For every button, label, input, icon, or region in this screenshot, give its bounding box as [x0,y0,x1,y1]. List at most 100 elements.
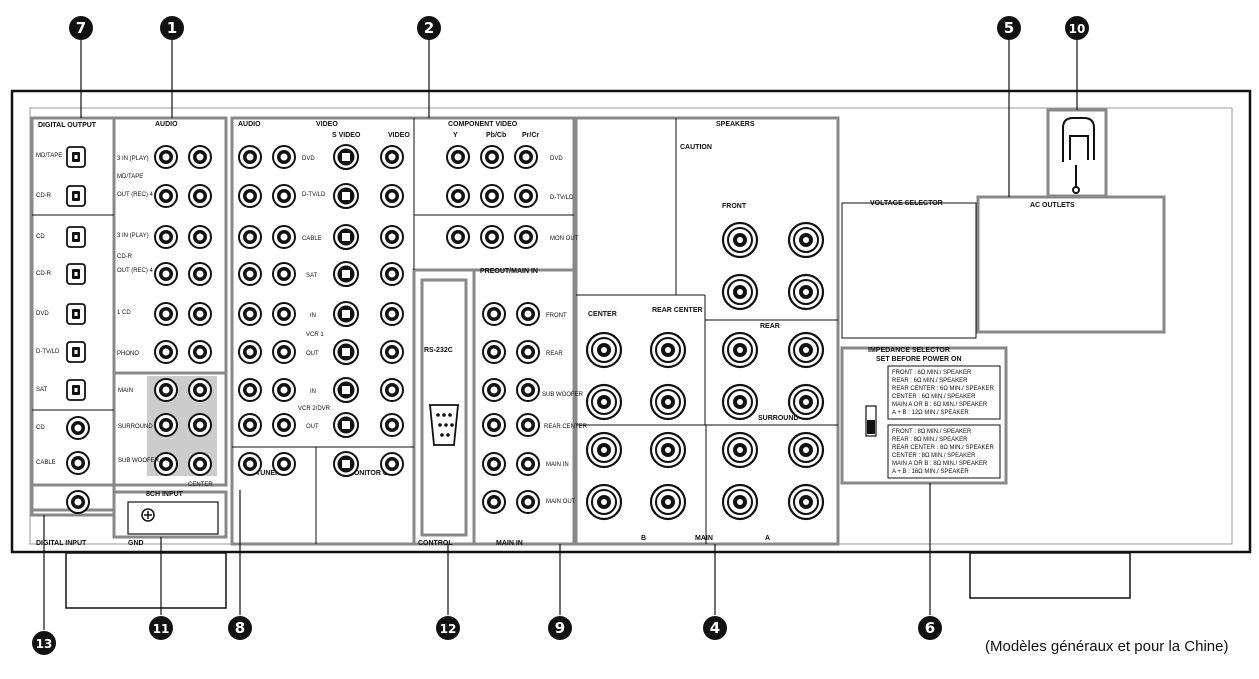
surround-label: SURROUND [758,415,798,422]
svg-text:3 IN (PLAY): 3 IN (PLAY) [117,156,149,162]
svg-text:MAIN: MAIN [118,388,133,394]
video-title: VIDEO [316,121,338,128]
svg-text:MAIN IN: MAIN IN [546,462,569,468]
callout-12: 12 [436,616,460,640]
callout-6: 6 [918,616,942,640]
svg-text:7: 7 [76,19,86,37]
main-in-label: MAIN IN [496,540,523,547]
y-title: Y [453,132,458,139]
main-speaker-label: MAIN [695,535,713,542]
caution-label: CAUTION [680,144,712,151]
svg-text:OUT (REC) 4: OUT (REC) 4 [117,192,154,198]
callout-2: 2 [417,16,441,40]
8ch-input-jacks: MAIN SURROUND SUB WOOFER CENTER [118,376,219,535]
component-video-title: COMPONENT VIDEO [448,121,518,128]
svg-text:OUT: OUT [306,351,319,357]
callout-4: 4 [703,616,727,640]
front-label: FRONT [722,203,747,210]
optical-jack [66,226,86,248]
svg-text:CENTER : 6Ω MIN./ SPEAKER: CENTER : 6Ω MIN./ SPEAKER [892,394,976,400]
svg-text:FRONT : 8Ω MIN./ SPEAKER: FRONT : 8Ω MIN./ SPEAKER [892,429,972,435]
svg-text:OUT (REC) 4: OUT (REC) 4 [117,268,154,274]
rear-center-label: REAR CENTER [652,307,703,314]
dig-label: CD [36,425,45,431]
set-before-label: SET BEFORE POWER ON [876,356,962,363]
section-titles: DIGITAL OUTPUT AUDIO AUDIO VIDEO COMPONE… [36,121,1075,547]
dig-label: CD-R [36,271,52,277]
svg-text:MAIN A OR B : 8Ω MIN./ SPEAKER: MAIN A OR B : 8Ω MIN./ SPEAKER [892,461,988,467]
digital-output-title: DIGITAL OUTPUT [38,122,97,129]
audio-title: AUDIO [155,121,178,128]
svg-text:REAR : 6Ω MIN./ SPEAKER: REAR : 6Ω MIN./ SPEAKER [892,378,968,384]
callout-8: 8 [228,616,252,640]
svg-text:REAR CENTER : 6Ω MIN./ SPEAKER: REAR CENTER : 6Ω MIN./ SPEAKER [892,386,995,392]
svg-text:SURROUND: SURROUND [118,424,153,430]
svg-text:REAR CENTER : 8Ω MIN./ SPEAKER: REAR CENTER : 8Ω MIN./ SPEAKER [892,445,995,451]
svg-text:PHONO: PHONO [117,351,139,357]
svg-text:4: 4 [710,619,720,637]
svg-text:CABLE: CABLE [302,236,322,242]
monitor-out-label: MONITOR OUT [348,470,398,477]
dig-label: MD/TAPE [36,153,62,159]
preout-main-in-title: PREOUT/MAIN IN [480,268,538,275]
svg-text:DVD: DVD [302,156,315,162]
video-col-title: VIDEO [388,132,410,139]
rs232c-port [420,278,468,537]
svg-text:SAT: SAT [306,273,318,279]
leader-lines [43,40,1078,630]
svg-text:VCR 1: VCR 1 [306,332,324,338]
callout-badges: 7 1 2 5 10 13 11 8 12 9 4 6 [32,16,1089,655]
section-dividers [32,118,977,544]
svg-text:1: 1 [167,19,177,37]
optical-jack [66,146,86,168]
svg-text:IN: IN [310,313,316,319]
coaxial-jack [66,451,90,475]
optical-jack [66,263,86,285]
digital-labels: MD/TAPE CD-R CD CD-R DVD D-TV/LD SAT CD … [36,153,62,466]
speakers-title: SPEAKERS [716,121,755,128]
callout-7: 7 [69,16,93,40]
tuner-label: TUNER [256,470,280,477]
callout-11: 11 [149,616,173,640]
svg-text:CENTER : 8Ω MIN./ SPEAKER: CENTER : 8Ω MIN./ SPEAKER [892,453,976,459]
preout-jacks: FRONT REAR SUB WOOFER REAR CENTER MAIN I… [482,302,588,514]
svg-text:VCR 2/DVR: VCR 2/DVR [298,406,331,412]
component-jacks: DVD D-TV/LD MON OUT [446,145,579,249]
dig-label: SAT [36,387,48,393]
pr-title: Pr/Cr [522,132,539,139]
svg-text:1 CD: 1 CD [117,310,131,316]
gnd-label: GND [128,540,144,547]
optical-jack [66,341,86,363]
optical-jack [66,185,86,207]
svg-text:12: 12 [440,622,457,636]
svg-text:D-TV/LD: D-TV/LD [550,195,574,201]
speaker-a-label: A [765,535,770,542]
svg-text:11: 11 [153,622,170,636]
dig-label: CD [36,234,45,240]
rear-label: REAR [760,323,780,330]
svg-text:A + B : 16Ω MIN./ SPEAKER: A + B : 16Ω MIN./ SPEAKER [892,469,969,475]
svg-text:8: 8 [235,619,245,637]
svg-text:OUT: OUT [306,424,319,430]
svg-text:2: 2 [424,19,434,37]
svg-text:13: 13 [36,637,53,651]
svg-text:MON OUT: MON OUT [550,236,579,242]
svg-text:D-TV/LD: D-TV/LD [302,192,326,198]
voltage-selector-title: VOLTAGE SELECTOR [870,200,943,207]
control-label: CONTROL [418,540,453,547]
chassis [10,89,1252,609]
av-jacks: DVD D-TV/LD CABLE SAT IN VCR 1 OUT IN VC… [238,144,404,477]
impedance-table: FRONT : 6Ω MIN./ SPEAKER REAR : 6Ω MIN./… [865,365,1001,479]
callout-10: 10 [1065,16,1089,40]
audio-title-2: AUDIO [238,121,261,128]
optical-jack [66,379,86,401]
callout-9: 9 [548,616,572,640]
svg-text:MD/TAPE: MD/TAPE [117,174,143,180]
svg-text:CD-R: CD-R [117,254,133,260]
svg-text:6: 6 [925,619,935,637]
svg-text:IN: IN [310,389,316,395]
s-video-title: S VIDEO [332,132,361,139]
optical-jack [66,303,86,325]
svg-text:9: 9 [555,619,565,637]
coaxial-jack [66,490,90,514]
